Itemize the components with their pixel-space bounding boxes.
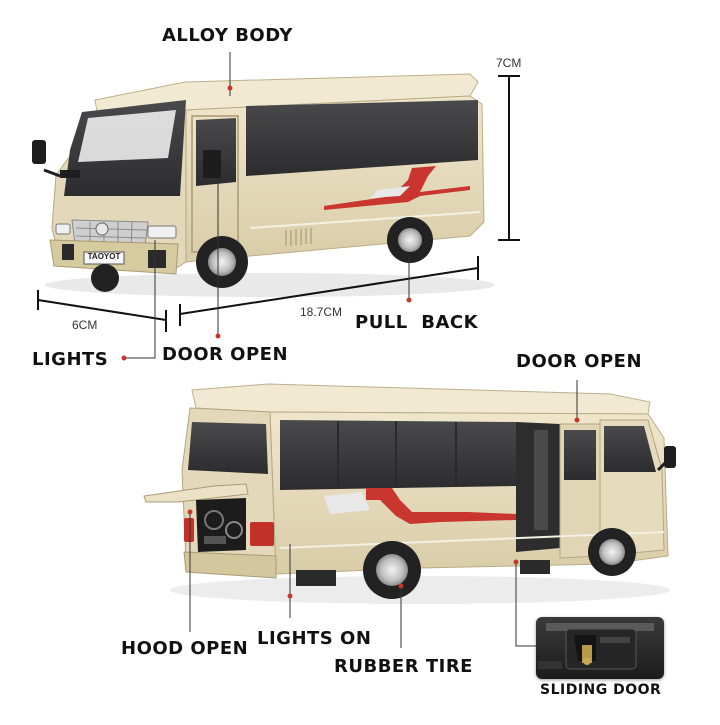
label-door-open-side: DOOR OPEN [516,351,643,372]
label-sliding-door: SLIDING DOOR [540,682,662,698]
label-lights: LIGHTS [32,349,109,370]
sliding-door-mechanism-icon [538,623,654,670]
sliding-door-inset [536,617,664,679]
bus-front-view [32,73,495,297]
leader-lines [124,52,578,648]
label-pull-back: PULL BACK [355,312,479,333]
label-door-open-front: DOOR OPEN [162,344,289,365]
dimension-width: 6CM [72,318,98,332]
dimension-length: 18.7CM [300,305,343,319]
dimension-lines [37,75,520,332]
dimension-height: 7CM [496,56,522,70]
label-hood-open: HOOD OPEN [121,638,249,659]
license-plate-text: TAOYOT [87,252,121,261]
leader-dots [121,85,580,599]
label-alloy-body: ALLOY BODY [162,25,293,46]
bus-rear-view [143,383,676,604]
label-rubber-tire: RUBBER TIRE [334,656,473,677]
label-lights-on: LIGHTS ON [257,628,372,649]
